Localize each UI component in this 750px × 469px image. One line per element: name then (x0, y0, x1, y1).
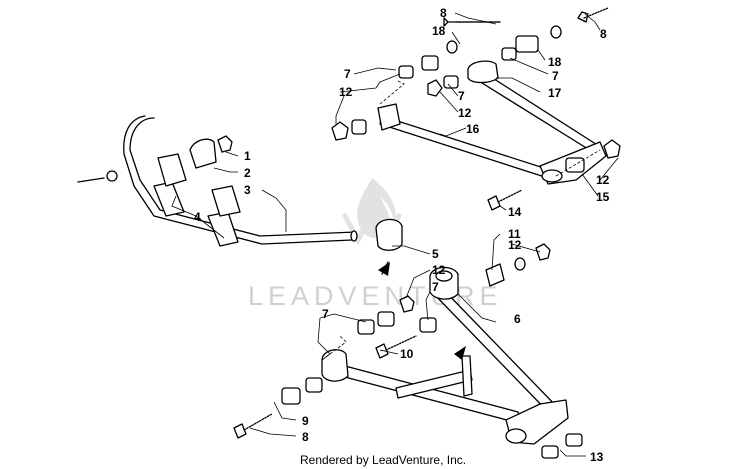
washer-top (446, 40, 458, 54)
callout-9: 9 (302, 414, 309, 428)
callout-7-lower-left: 7 (322, 307, 329, 321)
callout-6: 6 (514, 312, 521, 326)
upper-a-arm-front-tube (473, 69, 603, 155)
sleeve-9 (281, 387, 301, 405)
bolt-10 (385, 335, 417, 351)
bushing-7d (357, 319, 375, 335)
nut-1 (217, 135, 233, 153)
callout-12-middle: 12 (458, 106, 472, 120)
clamp-2 (189, 138, 217, 169)
callout-8-top: 8 (440, 6, 447, 20)
watermark-text: LEADVENTURE (248, 281, 503, 311)
callout-labels: 8 18 8 18 7 12 7 12 7 17 16 12 15 14 1 2… (194, 6, 610, 464)
callout-12-lower-right: 12 (508, 238, 522, 252)
callout-10: 10 (400, 347, 414, 361)
callout-16: 16 (466, 122, 480, 136)
sleeve-18a (421, 55, 439, 71)
nut-12c (603, 139, 621, 159)
bushing-13a (541, 445, 559, 459)
callout-17: 17 (548, 86, 562, 100)
shock-mount-post (461, 355, 473, 397)
nut-12a (331, 121, 349, 141)
nut-12b (427, 79, 443, 97)
upper-a-arm-rear-tube (379, 115, 551, 179)
bushing-7c (501, 47, 517, 61)
lower-a-arm-group (233, 243, 583, 459)
leadventure-watermark: LEADVENTURE (248, 178, 503, 311)
lower-a-arm-rear-tube (325, 361, 523, 425)
callout-15: 15 (596, 190, 610, 204)
callout-7-left: 7 (344, 67, 351, 81)
bar-bushing-4a (153, 181, 185, 217)
credit-text: Rendered by LeadVenture, Inc. (300, 453, 466, 467)
callout-11: 11 (508, 227, 521, 241)
leader-lines (171, 12, 619, 457)
bushing-7f (305, 377, 323, 393)
callout-2: 2 (244, 166, 251, 180)
bolt-11 (485, 263, 505, 287)
upper-a-arm-rear-boss (377, 103, 401, 131)
sleeve-7d (377, 311, 395, 327)
washer-right (550, 25, 562, 39)
callout-4: 4 (194, 210, 201, 224)
bushing-7a-lower (351, 119, 367, 135)
callout-8-right: 8 (600, 27, 607, 41)
callout-1: 1 (244, 149, 251, 163)
callout-8-bottom: 8 (302, 430, 309, 444)
upper-a-arm-group (331, 7, 621, 211)
callout-12-lower: 12 (432, 263, 446, 277)
upper-a-arm-front-boss (467, 60, 499, 84)
bushing-13b (565, 433, 583, 447)
upper-ball-joint (541, 169, 563, 183)
callout-13: 13 (590, 450, 604, 464)
callout-12-left: 12 (339, 85, 353, 99)
callout-18-top: 18 (432, 24, 446, 38)
callout-7-lower-middle: 7 (432, 280, 439, 294)
lower-a-arm-brace (395, 369, 473, 399)
lower-a-arm-rear-boss (321, 349, 349, 382)
bushing-7b (443, 75, 459, 89)
callout-14: 14 (508, 205, 522, 219)
screw-left (77, 177, 105, 183)
bolt-14 (497, 189, 523, 203)
stabilizer-link-5 (375, 218, 403, 251)
sleeve-18b (515, 35, 539, 53)
callout-12-right: 12 (596, 173, 610, 187)
bolt-8-bottom (243, 413, 273, 431)
bushing-7e (419, 317, 437, 333)
bolt-10-head (375, 343, 389, 359)
bolt-8-bottom-head (233, 423, 247, 439)
bushing-7a (398, 65, 414, 79)
callout-7-right: 7 (552, 69, 559, 83)
bolt-14-head (487, 195, 501, 211)
callout-18-right: 18 (548, 55, 562, 69)
callout-5: 5 (432, 247, 439, 261)
callout-7-middle: 7 (458, 89, 465, 103)
stabilizer-bar-group (77, 115, 403, 276)
callout-3: 3 (244, 183, 251, 197)
nut-12d (535, 243, 551, 261)
stabilizer-bar (129, 117, 357, 237)
